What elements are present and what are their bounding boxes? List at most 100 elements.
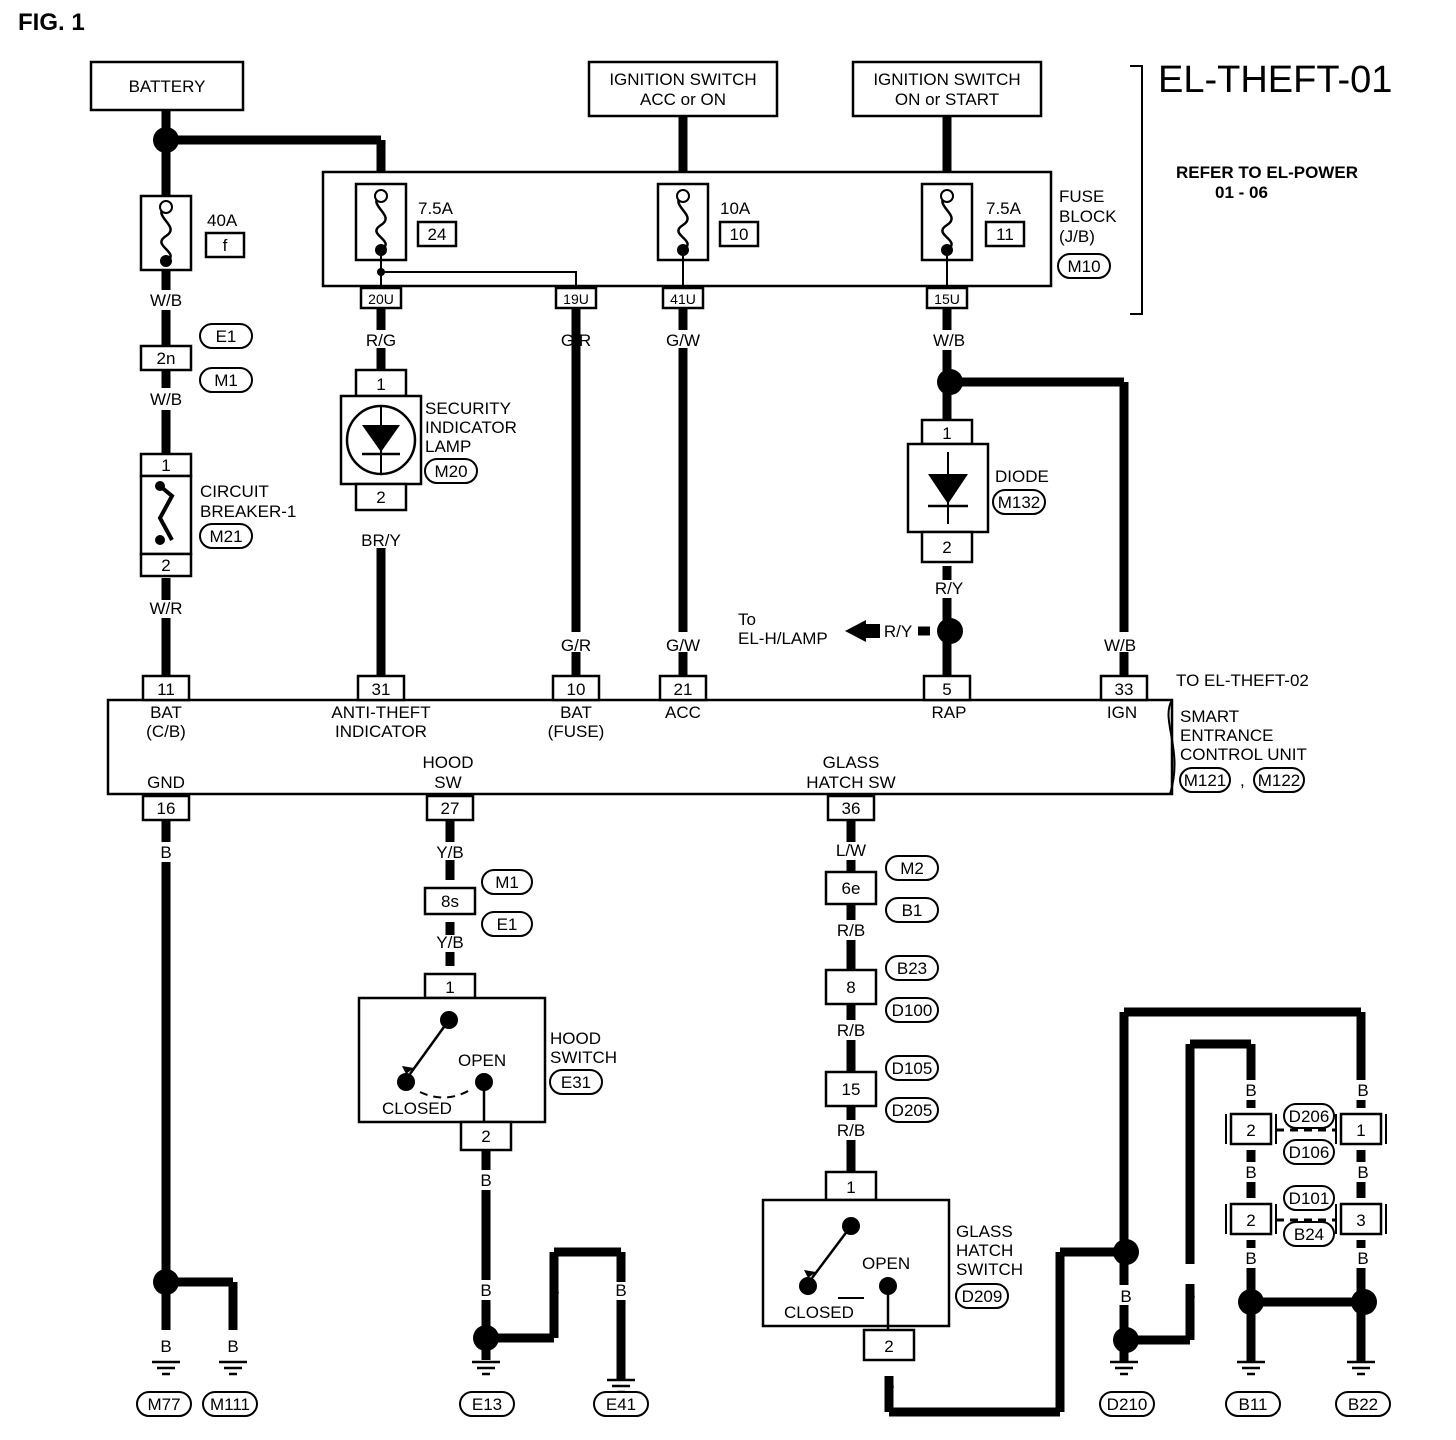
ground-d210: D210	[1107, 1395, 1148, 1414]
svg-text:B: B	[1245, 1081, 1256, 1100]
scu-pin-36: 36	[842, 799, 861, 818]
lamp-pin2: 2	[376, 488, 385, 507]
svg-text:W/B: W/B	[933, 331, 965, 350]
ground-icon	[1110, 1360, 1138, 1376]
hood-switch	[357, 972, 547, 1152]
ign-on-label1: IGNITION SWITCH	[873, 70, 1020, 89]
battery-box	[89, 60, 245, 112]
svg-text:BAT: BAT	[150, 703, 182, 722]
hood-pin2: 2	[481, 1127, 490, 1146]
scu-pin-11: 11	[157, 680, 175, 699]
svg-text:W/R: W/R	[149, 599, 182, 618]
fuse-11-id-box	[984, 220, 1026, 248]
lamp-label2: INDICATOR	[425, 418, 517, 437]
diagram-id: EL-THEFT-01	[1158, 59, 1392, 101]
scu-pin-5: 5	[942, 680, 951, 699]
conn-e1b-oval	[481, 911, 533, 937]
connector-8s	[423, 886, 477, 916]
svg-text:L/W: L/W	[836, 841, 866, 860]
svg-text:ANTI-THEFT: ANTI-THEFT	[331, 703, 430, 722]
scu-top-pins	[141, 674, 1149, 702]
ground-symbols	[152, 1360, 1375, 1394]
svg-text:B: B	[1357, 1163, 1368, 1182]
to-hlamp-line1: To	[738, 610, 756, 629]
scu-conn1: M121	[1184, 771, 1227, 790]
cb-conn: M21	[209, 527, 242, 546]
fuse-24-splice	[377, 268, 385, 276]
svg-text:G/W: G/W	[666, 331, 700, 350]
scu-bottom-terminal-labels: GND HOOD SW GLASS HATCH SW	[147, 753, 896, 792]
splice-points	[153, 127, 1377, 1353]
circuit-breaker	[139, 452, 193, 578]
right-pin-2b: 2	[1246, 1211, 1255, 1230]
lamp-pin1: 1	[376, 375, 385, 394]
ground-icon	[1237, 1360, 1265, 1376]
jb-pin-20u: 20U	[368, 291, 394, 307]
svg-text:BAT: BAT	[560, 703, 592, 722]
svg-text:W/B: W/B	[150, 390, 182, 409]
ground-e41-oval	[593, 1391, 649, 1417]
diode-pin1: 1	[942, 424, 951, 443]
scu-label3: CONTROL UNIT	[1180, 745, 1307, 764]
fuse-40a-id-box	[204, 231, 246, 259]
fuse-40a-id: f	[223, 236, 228, 255]
jb-pin-15u: 15U	[934, 291, 960, 307]
scu-bottom-pins	[141, 794, 876, 822]
svg-text:G/R: G/R	[561, 331, 591, 350]
svg-text:HOOD: HOOD	[423, 753, 474, 772]
cb-pin1: 1	[161, 456, 170, 475]
security-indicator-lamp	[339, 368, 423, 512]
svg-text:B: B	[1245, 1163, 1256, 1182]
svg-text:G/W: G/W	[666, 636, 700, 655]
ground-e13: E13	[472, 1395, 502, 1414]
fuse-11-id: 11	[996, 225, 1014, 244]
svg-text:B: B	[1245, 1249, 1256, 1268]
ground-icon	[219, 1360, 247, 1376]
fuse-24-id: 24	[428, 225, 447, 244]
ground-b11-oval	[1225, 1391, 1281, 1417]
connector-8-label: 8	[846, 978, 855, 997]
ground-m77-oval	[136, 1391, 192, 1417]
fuse-10	[656, 182, 710, 290]
diode-label: DIODE	[995, 467, 1049, 486]
ground-m77: M77	[147, 1395, 180, 1414]
connector-6e-label: 6e	[842, 879, 861, 898]
conn-m1b: M1	[495, 873, 519, 892]
scu-pin-27: 27	[441, 799, 460, 818]
svg-text:R/Y: R/Y	[935, 579, 963, 598]
diode	[906, 418, 990, 564]
svg-text:GND: GND	[147, 773, 185, 792]
conn-e1-oval	[199, 323, 253, 349]
jb-pin-19u: 19U	[563, 291, 589, 307]
conn-b23-oval	[885, 955, 939, 981]
conn-d205: D205	[892, 1101, 933, 1120]
to-hlamp-arrow-icon	[845, 620, 880, 642]
cb-label1: CIRCUIT	[200, 482, 269, 501]
conn-d106: D106	[1289, 1143, 1330, 1162]
ground-e13-oval	[459, 1391, 515, 1417]
svg-text:ACC: ACC	[665, 703, 701, 722]
scu-pin-10: 10	[567, 680, 586, 699]
conn-d105: D105	[892, 1059, 933, 1078]
scu-conn2-oval	[1253, 767, 1305, 793]
glass-pin1: 1	[846, 1178, 855, 1197]
conn-d106-oval	[1283, 1139, 1335, 1165]
conn-b1-oval	[885, 897, 939, 923]
refer-bracket	[1130, 65, 1143, 315]
conn-d100-oval	[885, 997, 939, 1023]
ground-m111-oval	[202, 1391, 258, 1417]
svg-text:Y/B: Y/B	[436, 933, 463, 952]
conn-d206-oval	[1283, 1103, 1335, 1129]
svg-text:GLASS: GLASS	[823, 753, 880, 772]
hood-pin1: 1	[445, 978, 454, 997]
glass-label1: GLASS	[956, 1222, 1013, 1241]
ground-e41: E41	[606, 1395, 636, 1414]
svg-text:B: B	[227, 1337, 238, 1356]
svg-text:W/B: W/B	[1104, 636, 1136, 655]
svg-text:IGN: IGN	[1107, 703, 1137, 722]
svg-text:W/B: W/B	[150, 291, 182, 310]
conn-b23: B23	[897, 959, 927, 978]
fuse-block-line1: FUSE	[1059, 187, 1104, 206]
lamp-conn-oval	[424, 458, 478, 484]
